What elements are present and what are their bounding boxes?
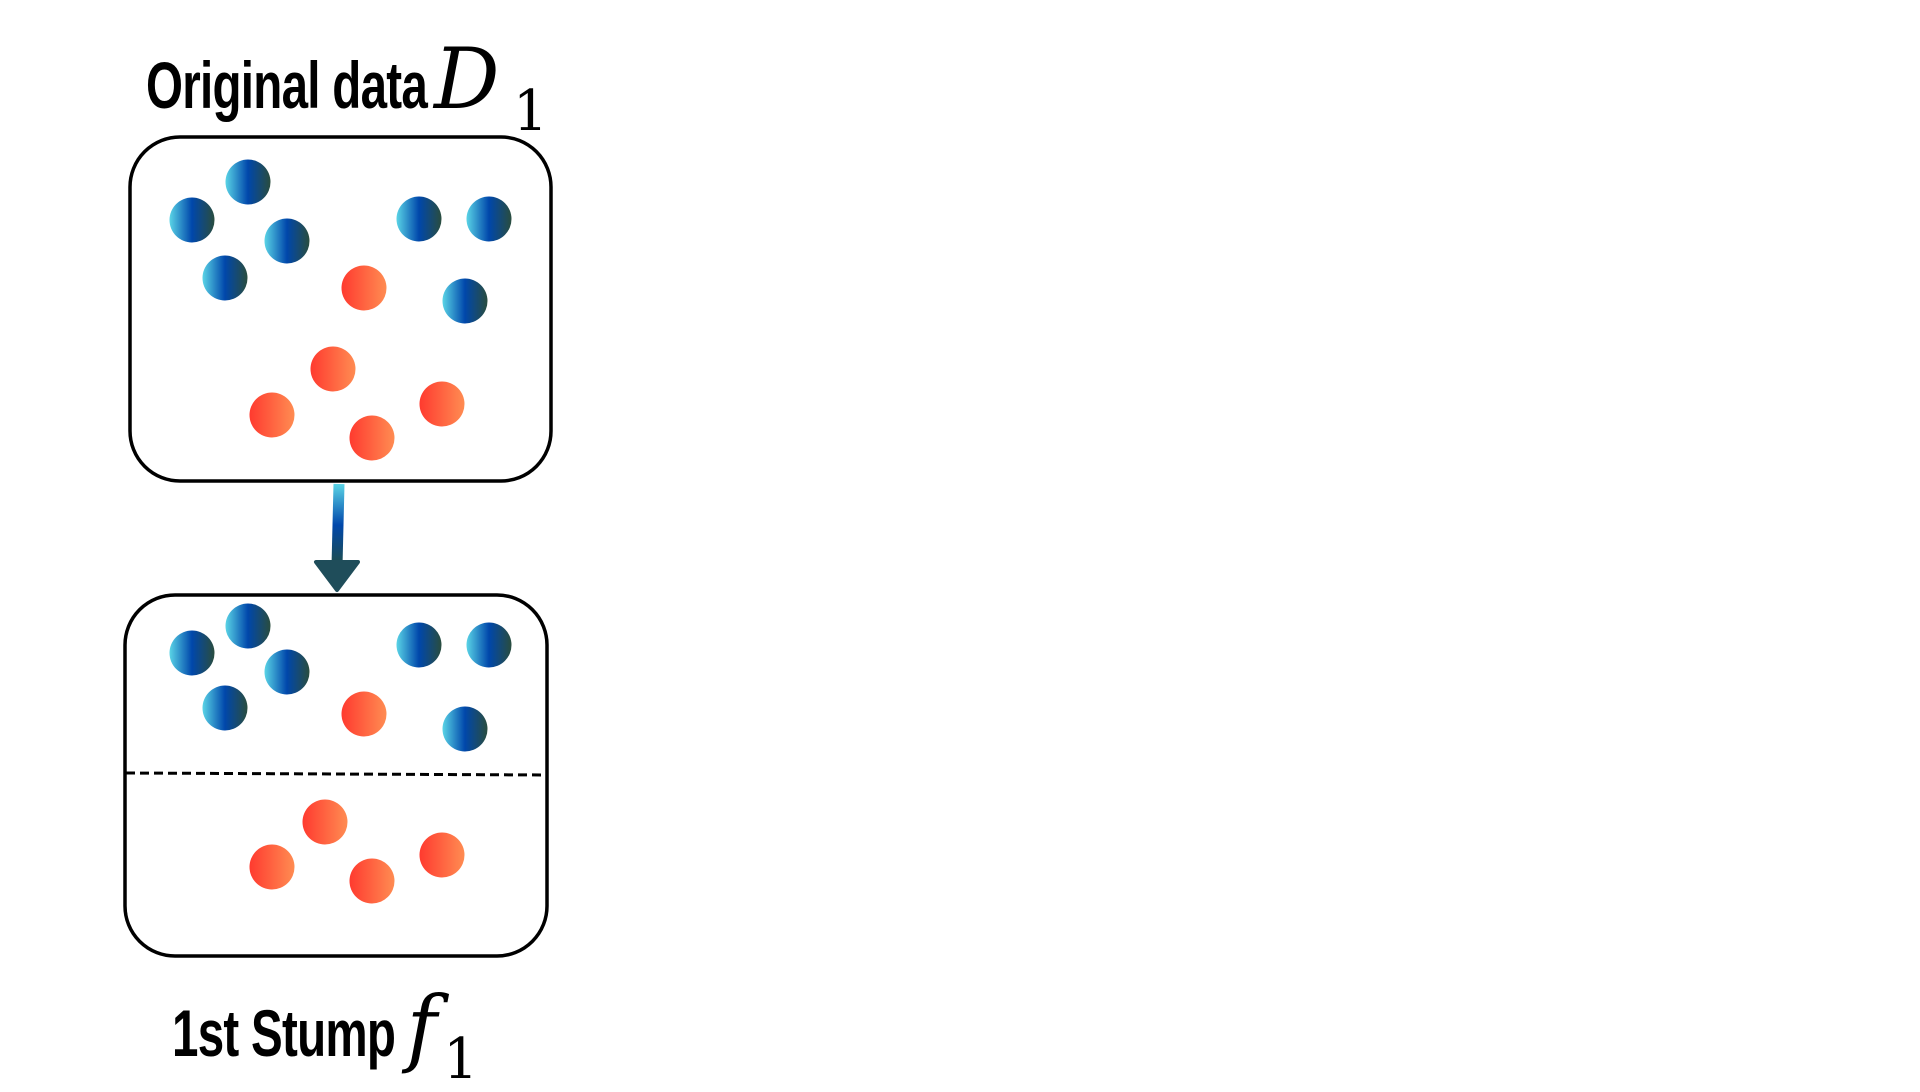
blue-point [466,622,512,668]
down-arrow-icon [314,483,360,592]
blue-point [225,159,271,205]
math-symbol: D [434,30,500,128]
red-point [310,346,356,392]
title-text: 1st Stump [172,996,396,1070]
red-point [349,415,395,461]
red-point [249,844,295,890]
blue-point [396,622,442,668]
math-subscript: 1 [443,1027,478,1092]
blue-point [442,278,488,324]
red-point [341,691,387,737]
red-point [249,392,295,438]
math-symbol: f [406,978,437,1076]
red-point [302,799,348,845]
red-point [349,858,395,904]
math-subscript: 1 [512,79,548,144]
blue-point [202,255,248,301]
title-text: Original data [146,48,428,122]
split-line [125,771,548,777]
blue-point [442,706,488,752]
blue-point [264,218,310,264]
blue-point [169,630,215,676]
blue-point [202,685,248,731]
stump-points [169,603,512,904]
red-point [419,832,465,878]
blue-point [169,197,215,243]
blue-point [264,649,310,695]
red-point [419,381,465,427]
blue-point [466,196,512,242]
blue-point [225,603,271,649]
red-point [341,265,387,311]
original-data-box [128,135,553,483]
original-data-points [169,159,512,461]
blue-point [396,196,442,242]
